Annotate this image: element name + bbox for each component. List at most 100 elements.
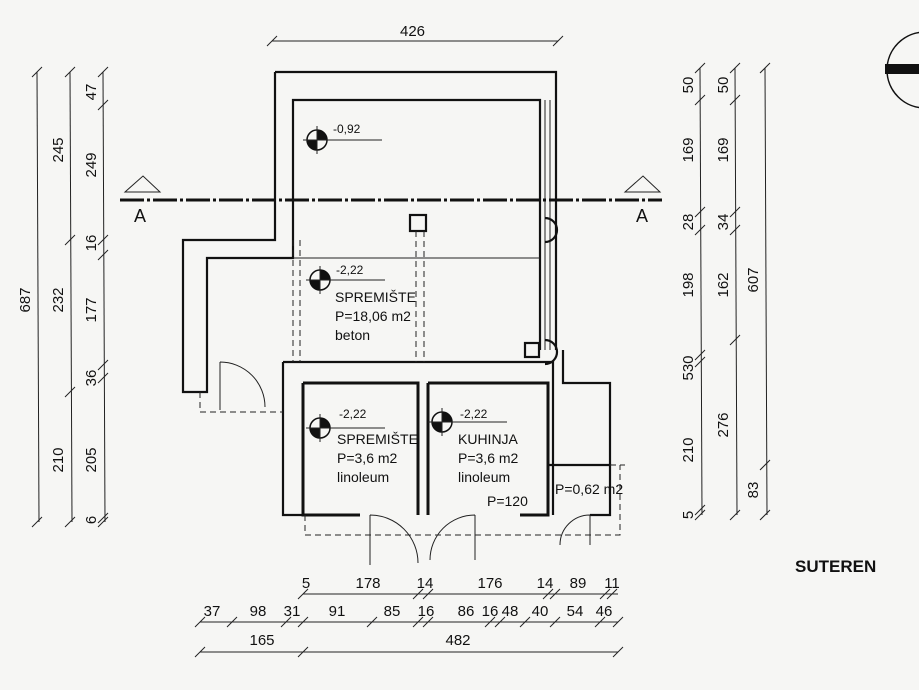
dimension-tick <box>694 206 706 218</box>
dimension-tick <box>97 372 109 384</box>
section-label-right: A <box>636 206 648 226</box>
dimension-tick <box>519 616 531 628</box>
dimension-label: 245 <box>50 137 67 162</box>
dimension-tick <box>64 386 76 398</box>
dimension-label: 6 <box>83 516 100 524</box>
dimension-label: 607 <box>745 267 762 292</box>
dimension-label: 530 <box>680 355 697 380</box>
level-marker-icon <box>306 266 385 294</box>
dimension-label: 50 <box>680 77 697 94</box>
dimension-label: 31 <box>284 603 301 620</box>
dimension-label: 54 <box>567 603 584 620</box>
section-left-triangle-icon <box>123 175 162 193</box>
dimension-tick <box>612 646 624 658</box>
room-1-floor: beton <box>335 327 370 343</box>
dimension-line <box>699 67 703 516</box>
dimension-tick <box>694 356 706 368</box>
dimension-tick <box>612 616 624 628</box>
dimension-label: 98 <box>250 603 267 620</box>
dimension-label: 83 <box>745 482 762 499</box>
dimension-tick <box>729 62 741 74</box>
dimension-label: 16 <box>482 603 499 620</box>
dimension-tick <box>606 588 618 600</box>
dimension-line <box>764 67 768 516</box>
dimension-label: 46 <box>596 603 613 620</box>
dimension-label: 249 <box>83 152 100 177</box>
dimension-tick <box>759 62 771 74</box>
dimension-tick <box>694 509 706 521</box>
dimension-label: 85 <box>384 603 401 620</box>
dimension-label: 36 <box>83 370 100 387</box>
dimension-tick <box>729 509 741 521</box>
dimension-label: 40 <box>532 603 549 620</box>
dimension-label: 34 <box>715 214 732 231</box>
section-right-triangle-icon <box>623 175 662 193</box>
dimension-label: 91 <box>329 603 346 620</box>
dimension-tick <box>412 588 424 600</box>
dimension-tick <box>97 249 109 261</box>
dimension-label: 47 <box>83 84 100 101</box>
dimension-line <box>69 71 73 523</box>
room-3-floor: linoleum <box>458 469 510 485</box>
dimension-line <box>36 71 40 523</box>
dimension-tick <box>297 588 309 600</box>
plan-title: SUTEREN <box>795 557 876 576</box>
room-1-level: -2,22 <box>336 263 364 277</box>
upper-level-label: -0,92 <box>333 122 361 136</box>
room-3-area: P=3,6 m2 <box>458 450 519 466</box>
dimension-line <box>734 67 738 516</box>
dimension-tick <box>280 616 292 628</box>
dimension-label: 178 <box>355 575 380 592</box>
dimension-tick <box>694 504 706 516</box>
dimension-tick <box>64 66 76 78</box>
dimension-tick <box>64 234 76 246</box>
dimension-label: 169 <box>680 137 697 162</box>
dimension-tick <box>729 206 741 218</box>
dimension-tick <box>599 588 611 600</box>
dimension-label: 177 <box>83 297 100 322</box>
dimension-tick <box>759 509 771 521</box>
dimension-label: 205 <box>83 447 100 472</box>
dimension-label: 37 <box>204 603 221 620</box>
dimension-label: 11 <box>604 575 620 592</box>
dimension-tick <box>594 616 606 628</box>
dimension-tick <box>729 94 741 106</box>
dim-426: 426 <box>400 23 425 40</box>
dimension-label: 176 <box>477 575 502 592</box>
dimension-label: 50 <box>715 77 732 94</box>
opening-label: P=120 <box>487 493 528 509</box>
dimension-line <box>102 71 106 523</box>
dimension-label: 14 <box>417 575 434 592</box>
dimension-label: 14 <box>537 575 554 592</box>
dimension-tick <box>97 234 109 246</box>
dimension-label: 687 <box>17 287 34 312</box>
section-label-left: A <box>134 206 146 226</box>
dimension-tick <box>366 616 378 628</box>
dimension-tick <box>549 588 561 600</box>
dimension-tick <box>729 224 741 236</box>
dimension-tick <box>422 616 434 628</box>
dimension-tick <box>549 616 561 628</box>
dimension-label: 198 <box>680 272 697 297</box>
room-3-name: KUHINJA <box>458 431 519 447</box>
dimension-tick <box>297 646 309 658</box>
room-2-level: -2,22 <box>339 407 367 421</box>
dimension-tick <box>729 334 741 346</box>
dimension-tick <box>484 616 496 628</box>
dimension-tick <box>97 359 109 371</box>
dimension-tick <box>694 224 706 236</box>
dimension-tick <box>422 588 434 600</box>
dimension-tick <box>194 646 206 658</box>
room-2-name: SPREMIŠTE <box>337 431 418 447</box>
dimension-tick <box>412 616 424 628</box>
dimension-tick <box>97 66 109 78</box>
dimension-tick <box>759 459 771 471</box>
dimension-label: 48 <box>502 603 519 620</box>
dimension-label: 5 <box>302 575 310 592</box>
dimension-tick <box>226 616 238 628</box>
top-dimension: 426 <box>266 23 564 47</box>
dimension-label: 89 <box>570 575 587 592</box>
dimension-tick <box>542 588 554 600</box>
room-1-area: P=18,06 m2 <box>335 308 411 324</box>
